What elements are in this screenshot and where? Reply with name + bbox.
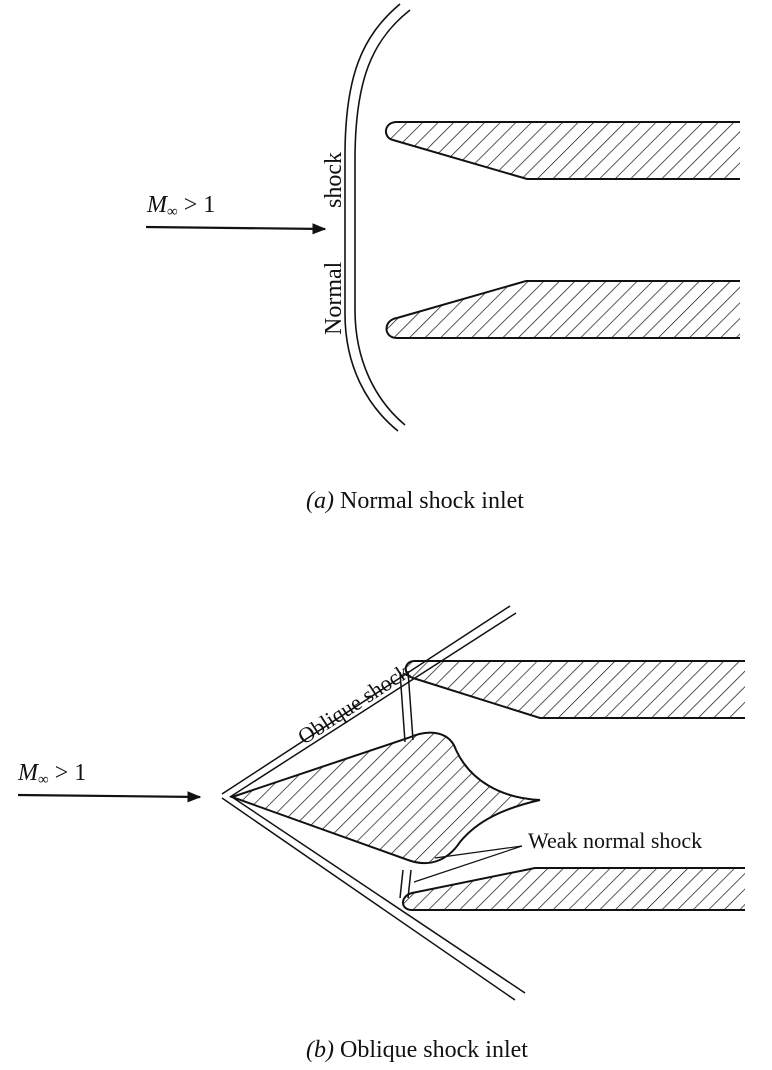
normal-shock-label-shock: shock xyxy=(321,152,347,208)
oblique-shock-lower-1 xyxy=(221,797,516,1001)
oblique-shock-label: Oblique shock xyxy=(293,659,414,750)
weak-shock-lower-1 xyxy=(399,869,404,899)
mach-label-a: M∞ > 1 xyxy=(146,192,215,220)
cowl-lower-b xyxy=(402,867,745,911)
panel-b: M∞ > 1 Oblique shock Weak normal shock (… xyxy=(17,605,745,1063)
weak-shock-leader-1 xyxy=(434,845,523,859)
center-body xyxy=(228,731,541,865)
cowl-upper-a xyxy=(385,121,740,180)
caption-b: (b) Oblique shock inlet xyxy=(306,1037,528,1063)
cowl-upper-b xyxy=(404,660,745,719)
flow-arrow-a xyxy=(145,223,327,235)
oblique-shock-lower-2 xyxy=(231,796,526,994)
oblique-shock-upper-2 xyxy=(229,612,517,798)
mach-label-b: M∞ > 1 xyxy=(17,760,86,788)
weak-shock-upper-2 xyxy=(407,670,414,741)
normal-shock-line-inner xyxy=(344,3,401,432)
weak-shock-leader-2 xyxy=(413,845,523,883)
caption-a: (a) Normal shock inlet xyxy=(306,488,524,514)
oblique-shock-upper-1 xyxy=(221,605,511,795)
flow-arrow-b xyxy=(17,791,202,803)
normal-shock-line-outer xyxy=(354,9,411,426)
weak-shock-upper-1 xyxy=(399,671,406,743)
weak-shock-label: Weak normal shock xyxy=(528,828,702,853)
cowl-lower-a xyxy=(385,280,740,339)
panel-a: M∞ > 1 Normal shock (a) Normal shock inl… xyxy=(145,3,740,514)
normal-shock-label-normal: Normal xyxy=(321,261,347,335)
